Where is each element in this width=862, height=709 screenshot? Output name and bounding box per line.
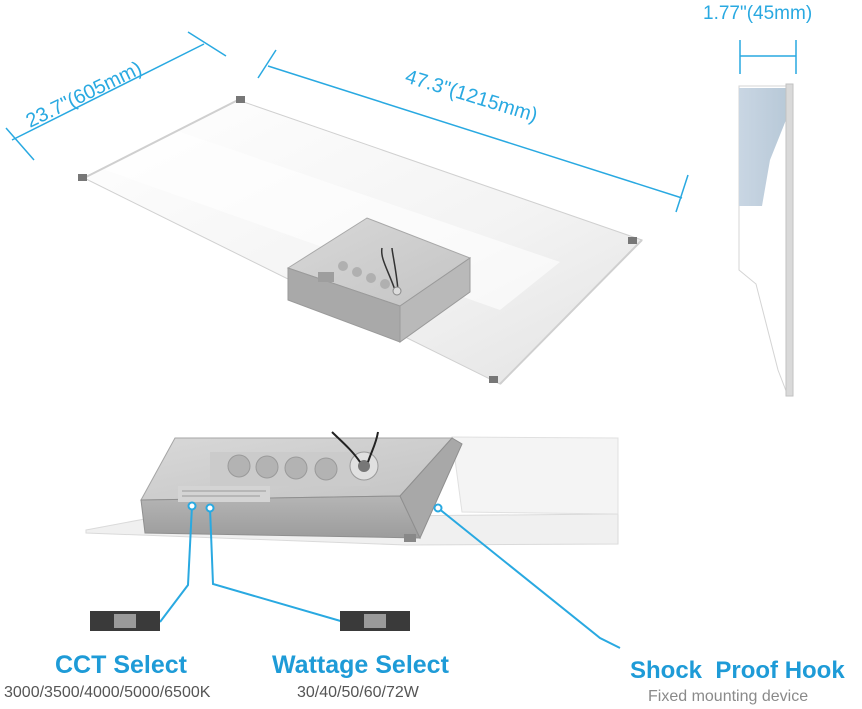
hook-bracket xyxy=(404,534,416,542)
thickness-label: 1.77"(45mm) xyxy=(703,3,812,24)
wire-icon xyxy=(380,247,399,291)
corner-clip-icon xyxy=(78,174,87,181)
hook-subtitle: Fixed mounting device xyxy=(648,688,808,705)
cct-switch-icon xyxy=(90,611,160,631)
corner-clip-icon xyxy=(236,96,245,103)
side-profile-frame xyxy=(785,83,794,397)
driver-label-sticker xyxy=(178,486,270,502)
corner-clip-icon xyxy=(628,237,637,244)
cct-select-title: CCT Select xyxy=(55,651,188,679)
wattage-select-title: Wattage Select xyxy=(272,651,450,679)
hook-title: Shock Proof Hook xyxy=(630,657,845,684)
wire-icon xyxy=(331,431,379,463)
hook-marker xyxy=(433,503,443,513)
wattage-switch-icon xyxy=(340,611,410,631)
driver-closeup xyxy=(85,431,619,546)
cct-select-options: 3000/3500/4000/5000/6500K xyxy=(4,684,211,701)
wattage-switch-marker xyxy=(205,503,215,513)
cct-switch-marker xyxy=(187,501,197,511)
wattage-select-options: 30/40/50/60/72W xyxy=(297,684,420,701)
knockout-holes xyxy=(210,431,379,486)
length-label: 47.3"(1215mm) xyxy=(403,66,541,127)
panel-side-view: 1.77"(45mm) xyxy=(703,3,812,397)
callout-lines xyxy=(159,501,621,649)
corner-clip-icon xyxy=(489,376,498,383)
driver-box xyxy=(286,217,472,343)
width-label: 23.7"(605mm) xyxy=(23,57,146,132)
side-profile-cavity xyxy=(739,88,786,206)
panel-top-view: 23.7"(605mm) 47.3"(1215mm) xyxy=(5,31,689,385)
